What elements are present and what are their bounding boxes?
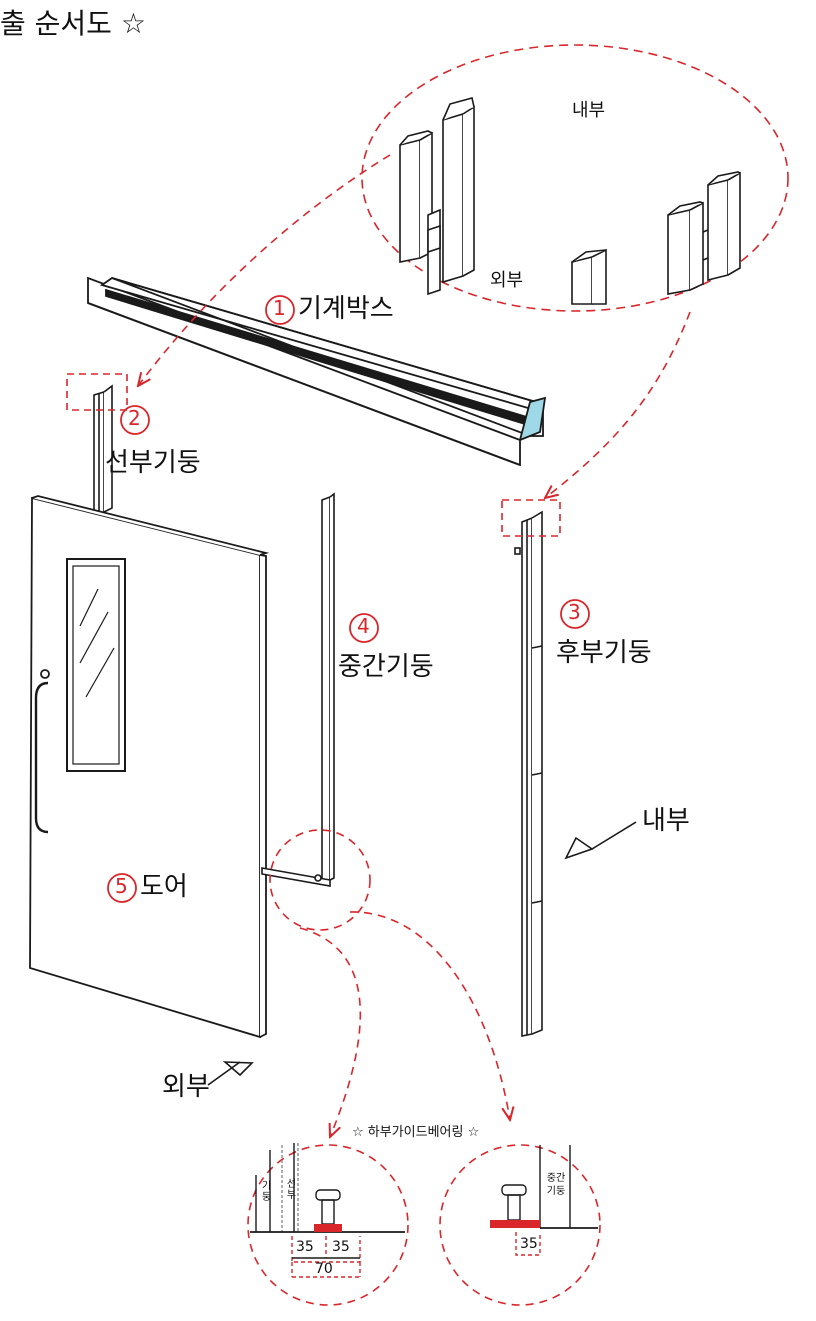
rear-post [514,510,543,1037]
bearing-title: ☆ 하부가이드베어링 ☆ [352,1125,480,1140]
bearing-left-dim-total: 70 [315,1261,333,1277]
part-2-number: 2 [128,406,141,430]
part-3-number: 3 [568,600,581,624]
door-panel [29,495,270,1039]
top-detail-outer-label: 외부 [490,270,524,291]
bearing-left-dim-b: 35 [332,1239,350,1255]
part-1-number: 1 [273,296,286,320]
part-5-label: 도어 [140,872,188,902]
bearing-detail-left [250,1143,405,1278]
part-4-number: 4 [357,614,370,638]
part-2-label: 선부기둥 [105,448,201,478]
part-3-label: 후부기둥 [556,638,652,668]
bearing-right-side-label: 중간 기둥 [546,1173,566,1197]
top-detail-inner-label: 내부 [572,100,606,121]
part-4-label: 중간기둥 [338,652,434,682]
view-arrow-outer [207,1061,254,1086]
number-circles [107,295,590,903]
bearing-detail-right [490,1145,598,1256]
part-1-label: 기계박스 [298,294,394,324]
bearing-left-side-label-2: 선부 [284,1178,295,1200]
part-5-number: 5 [115,874,128,898]
front-post [93,384,113,517]
middle-post [261,492,335,887]
machine-box [87,276,547,467]
top-detail-callout [361,44,789,312]
view-inner-label: 내부 [642,806,690,836]
view-outer-label: 외부 [162,1072,210,1102]
page-title: 출 순서도 ☆ [0,7,146,40]
view-arrow-inner [564,821,637,860]
callout-markers [66,154,691,1306]
bearing-left-side-label-1: 기둥 [259,1180,270,1202]
bearing-right-dim: 35 [520,1236,538,1252]
bearing-left-dim-a: 35 [296,1239,314,1255]
